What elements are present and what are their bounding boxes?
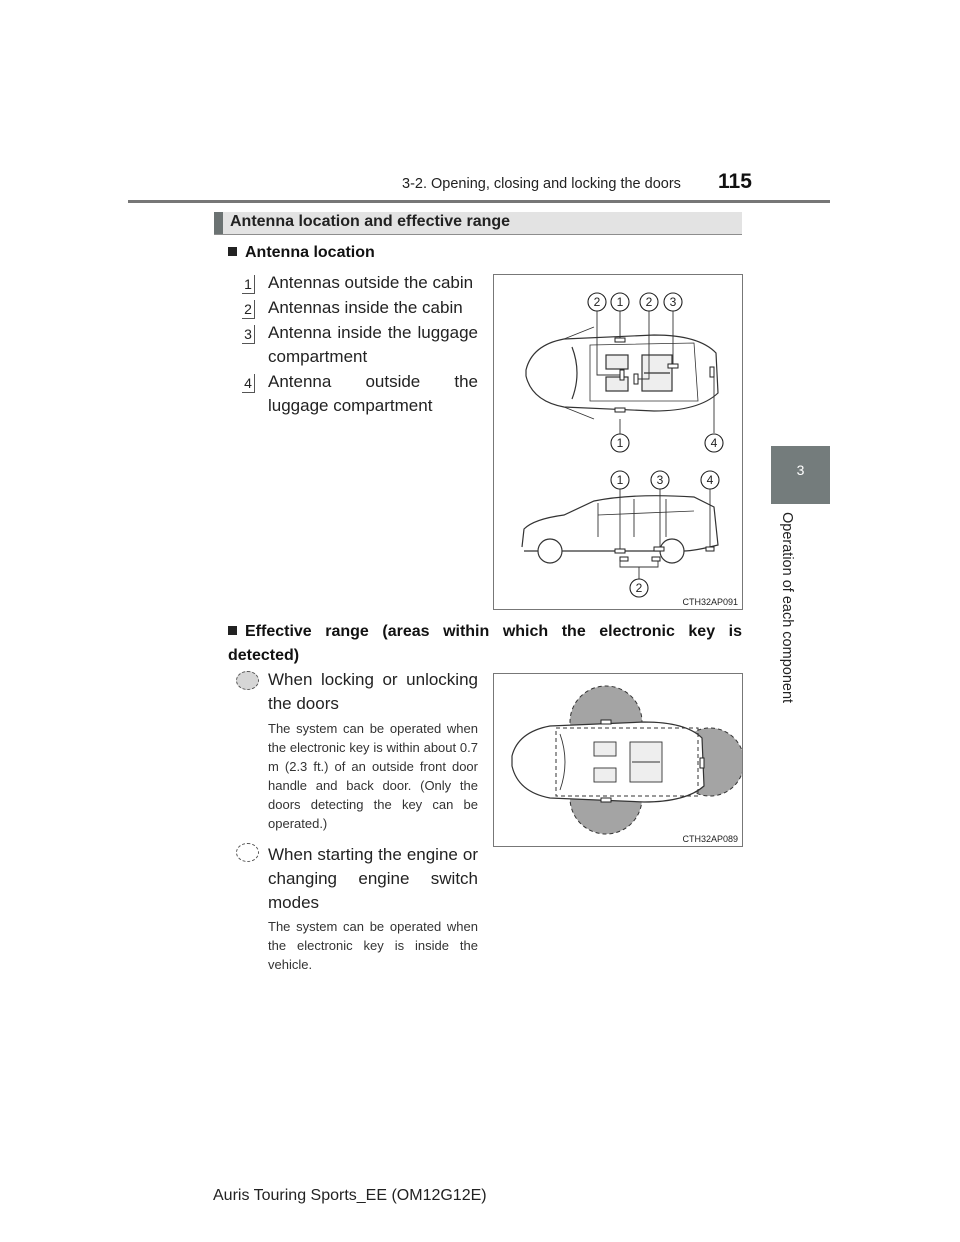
callout-label: 3 (670, 295, 677, 309)
car-antenna-diagram: 2 1 2 3 1 4 (521, 292, 724, 598)
callout-label: 4 (711, 436, 718, 450)
callout-label: 4 (707, 473, 714, 487)
callout-label: 1 (617, 473, 624, 487)
page-number: 115 (718, 170, 752, 193)
antenna-item-text: Antenna inside the luggage compartment (268, 323, 478, 366)
section-heading-bar (214, 212, 223, 234)
header-rule (128, 200, 830, 203)
range-item-text: When locking or unlocking the doors (268, 670, 478, 713)
effective-range-figure: CTH32AP089 (493, 673, 745, 847)
square-bullet-icon (228, 243, 237, 256)
square-bullet-icon (228, 619, 237, 635)
callout-label: 1 (617, 436, 624, 450)
chapter-number: 3 (796, 462, 805, 478)
callout-label: 1 (617, 295, 624, 309)
figure-code: CTH32AP091 (682, 597, 738, 607)
callout-label: 3 (657, 473, 664, 487)
footer-model-code: Auris Touring Sports_EE (OM12G12E) (213, 1187, 487, 1204)
antenna-item-text: Antennas outside the cabin (268, 273, 474, 292)
car-range-diagram (511, 685, 745, 835)
range-outline-icon (236, 843, 259, 862)
figure-code: CTH32AP089 (682, 834, 738, 844)
section-heading-text: Antenna location and effective range (230, 213, 511, 230)
chapter-caption: Operation of each component (779, 512, 795, 704)
antenna-item-text: Antennas inside the cabin (268, 298, 463, 317)
section-heading: Antenna location and effective range (214, 212, 742, 235)
header-section-title: 3-2. Opening, closing and locking the do… (402, 176, 681, 192)
antenna-location-title: Antenna location (228, 244, 375, 262)
range-item-note: The system can be operated when the elec… (268, 919, 478, 972)
antenna-location-figure: 2 1 2 3 1 4 (493, 274, 743, 610)
item-number: 2 (242, 300, 255, 319)
antenna-location-title-text: Antenna location (245, 244, 375, 261)
callout-label: 2 (636, 581, 643, 595)
range-item-text: When starting the engine or changing eng… (268, 845, 478, 912)
range-shaded-icon (236, 671, 259, 690)
item-number: 1 (242, 275, 255, 294)
chapter-tab: 3 (771, 446, 830, 504)
callout-label: 2 (646, 295, 653, 309)
effective-range-title: Effective range (areas within which the … (228, 620, 742, 668)
effective-range-title-text: Effective range (areas within which the … (228, 623, 742, 664)
antenna-item-text: Antenna outside the luggage compartment (268, 372, 478, 415)
item-number: 3 (242, 325, 255, 344)
callout-label: 2 (594, 295, 601, 309)
item-number: 4 (242, 374, 255, 393)
range-item-note: The system can be operated when the elec… (268, 721, 478, 831)
